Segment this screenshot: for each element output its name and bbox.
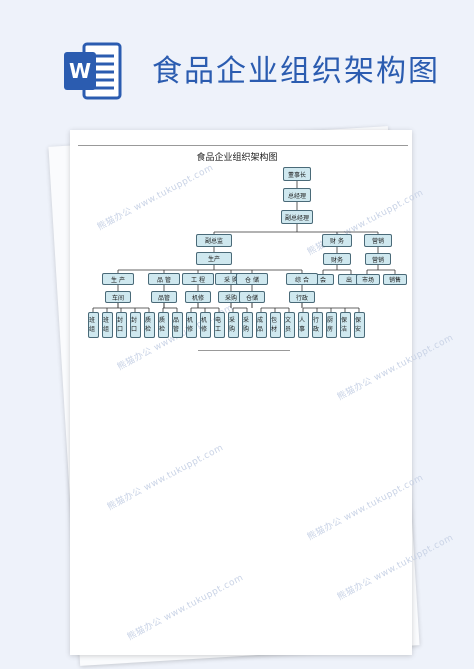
group-sub-4: 仓储: [239, 291, 265, 303]
leaf-node-2: 封口: [116, 312, 127, 338]
leaf-node-6: 品管: [172, 312, 183, 338]
node-sales: 销售: [383, 274, 407, 285]
leaf-node-19: 保安: [354, 312, 365, 338]
node-finance: 财 务: [322, 234, 352, 247]
leaf-node-4: 质检: [144, 312, 155, 338]
leaf-node-13: 包材: [270, 312, 281, 338]
document-title: 食品企业组织架构图: [196, 153, 278, 163]
leaf-node-12: 成品: [256, 312, 267, 338]
node-marketing: 营销: [364, 234, 392, 247]
node-market: 市场: [356, 274, 380, 285]
leaf-node-7: 机修: [186, 312, 197, 338]
header-banner: W 食品企业组织架构图: [0, 0, 474, 125]
node-production: 生产: [196, 252, 232, 265]
leaf-node-0: 班组: [88, 312, 99, 338]
group-0: 生 产: [102, 273, 134, 285]
footer-rule: [198, 350, 290, 351]
leaf-node-1: 班组: [102, 312, 113, 338]
leaf-node-18: 保洁: [340, 312, 351, 338]
leaf-node-11: 采购: [242, 312, 253, 338]
word-document-icon: W: [64, 42, 122, 100]
leaf-node-17: 厨房: [326, 312, 337, 338]
leaf-node-14: 文员: [284, 312, 295, 338]
node-finance-sub: 财务: [323, 253, 351, 265]
leaf-node-8: 机修: [200, 312, 211, 338]
leaf-node-3: 封口: [130, 312, 141, 338]
node-production-supervisor: 副总监: [196, 234, 232, 247]
leaf-node-9: 电工: [214, 312, 225, 338]
group-sub-5: 行政: [289, 291, 315, 303]
leaf-node-5: 质检: [158, 312, 169, 338]
document-page: [70, 130, 412, 655]
node-general-manager: 总经理: [283, 188, 311, 202]
group-sub-0: 车间: [105, 291, 131, 303]
group-1: 品 管: [148, 273, 180, 285]
group-2: 工 程: [182, 273, 214, 285]
leaf-node-16: 行政: [312, 312, 323, 338]
node-deputy-general-manager: 副总经理: [281, 210, 313, 224]
leaf-node-10: 采购: [228, 312, 239, 338]
header-rule: [78, 145, 408, 146]
node-chairman: 董事长: [283, 167, 311, 181]
word-icon-letter: W: [69, 59, 91, 83]
leaf-node-15: 人事: [298, 312, 309, 338]
group-sub-1: 品管: [151, 291, 177, 303]
group-5: 综 合: [286, 273, 318, 285]
group-sub-2: 机修: [185, 291, 211, 303]
node-marketing-sub: 营销: [365, 253, 391, 265]
page-title: 食品企业组织架构图: [152, 54, 440, 89]
group-4: 仓 储: [236, 273, 268, 285]
